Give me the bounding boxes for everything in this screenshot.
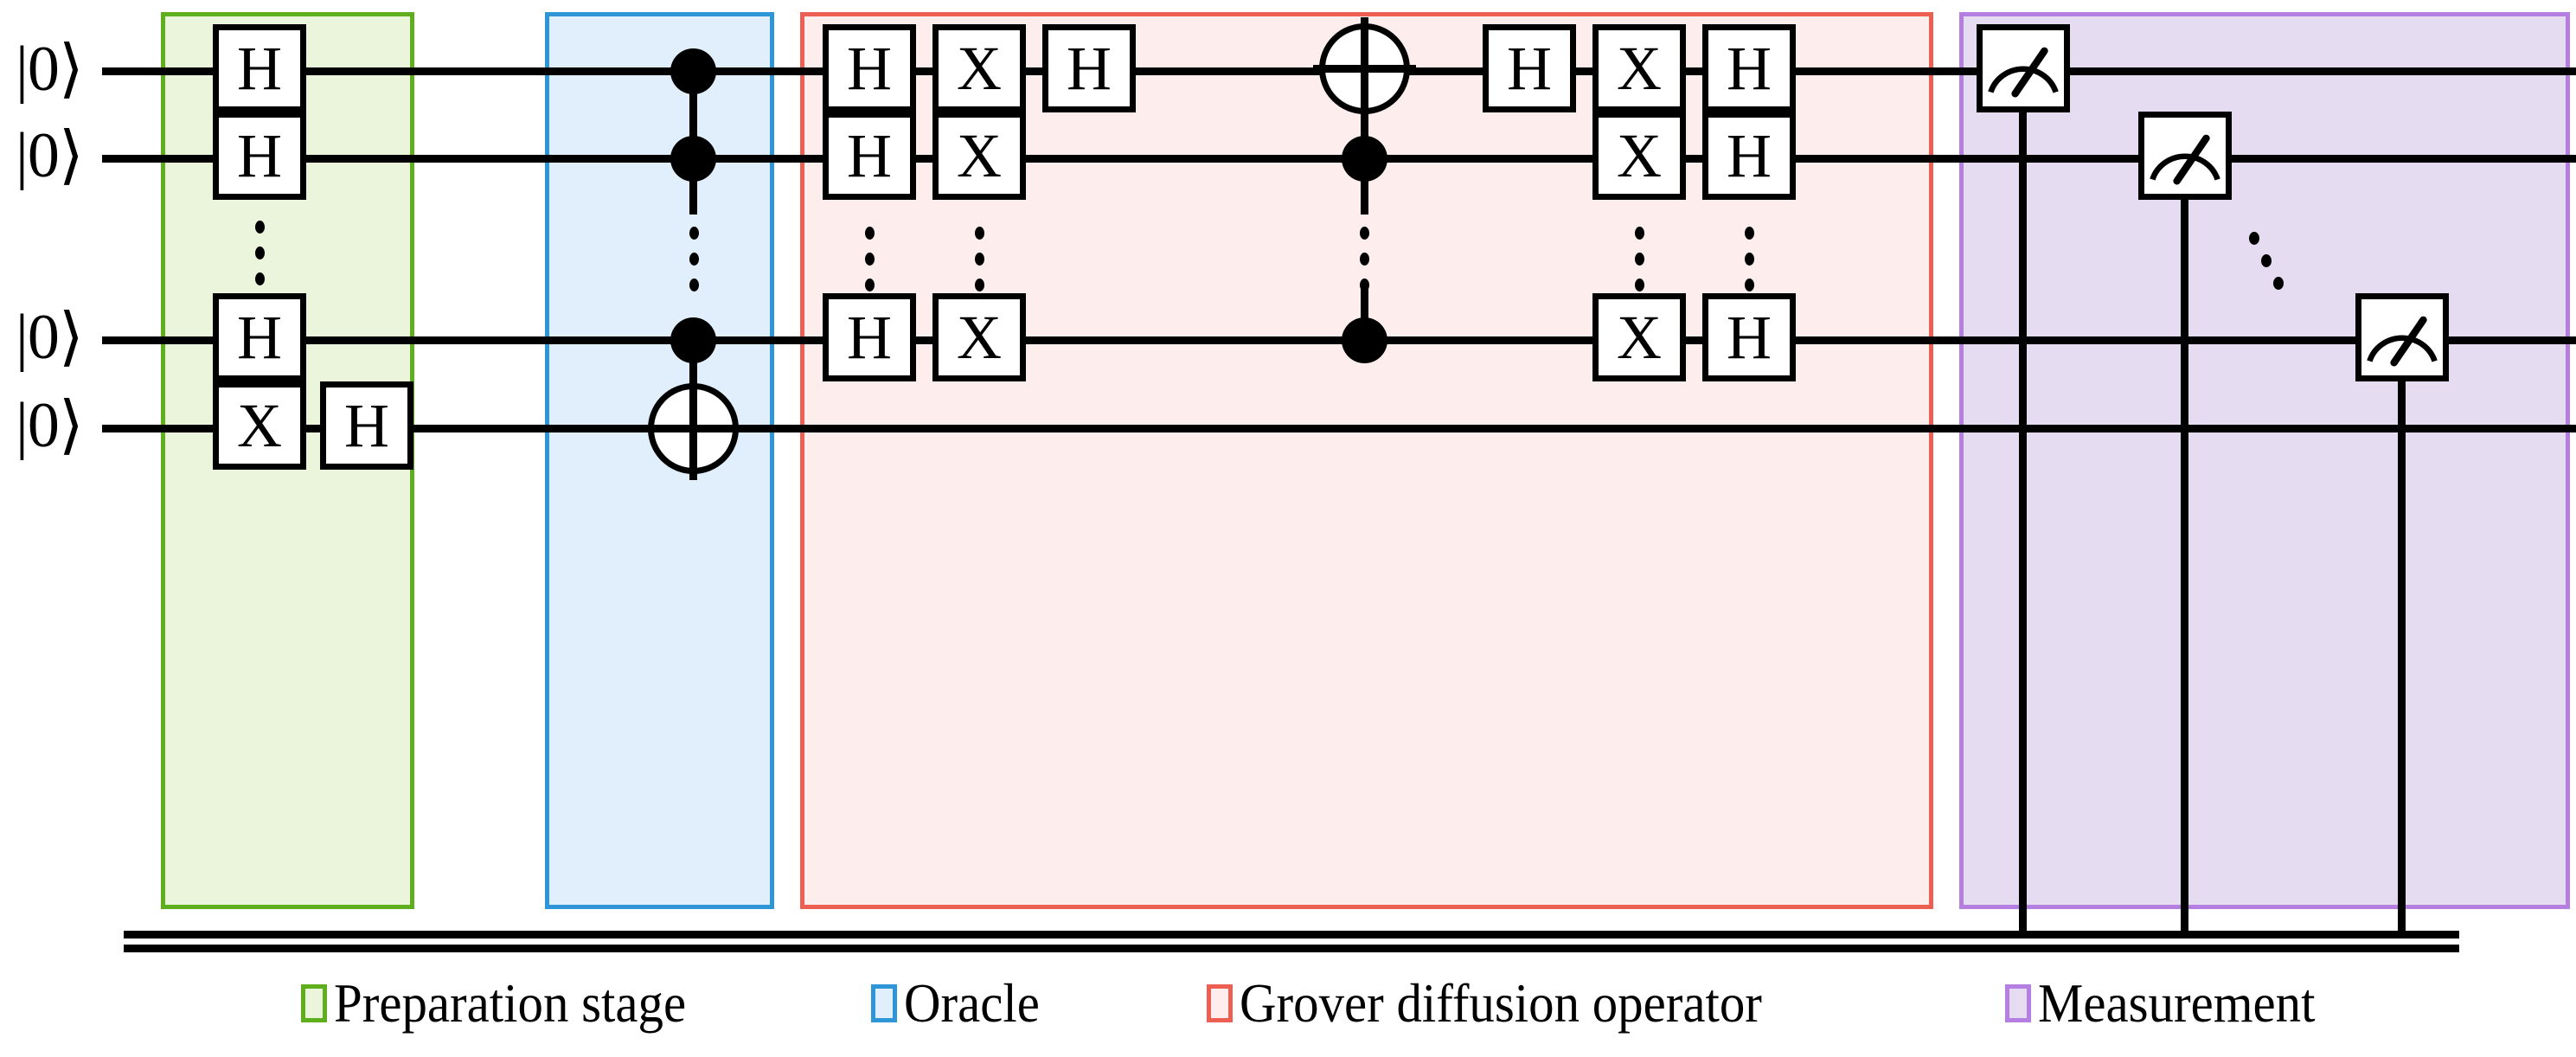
oracle-control-dot-q2[interactable] (670, 317, 716, 363)
measure-gate-q0[interactable] (1977, 24, 2070, 112)
oracle-cnot-target-q3[interactable] (642, 377, 745, 480)
gate-x-grover-q2-a[interactable]: X (932, 293, 1026, 381)
legend-swatch-grover (1207, 984, 1233, 1022)
gate-x-grover-q0-a[interactable]: X (932, 24, 1026, 112)
grover-control-dot-q1[interactable] (1342, 136, 1387, 182)
qubit-label-q3: |0⟩ (16, 390, 84, 461)
classical-bus-line-top (124, 931, 2459, 938)
gate-h-grover-q1-a[interactable]: H (823, 112, 916, 200)
ellipsis-grover-col-1 (864, 227, 875, 291)
gate-h-prep-q1[interactable]: H (213, 112, 306, 200)
legend-label-grover: Grover diffusion operator (1240, 972, 1762, 1034)
measure-icon (2367, 316, 2438, 367)
ellipsis-grover-col-control (1359, 227, 1369, 291)
gate-h-prep-q0[interactable]: H (213, 24, 306, 112)
gate-h-grover-q0-d[interactable]: H (1702, 24, 1796, 112)
measure-gate-q1[interactable] (2138, 112, 2232, 200)
legend-label-preparation: Preparation stage (334, 972, 687, 1034)
gate-h-prep-q2[interactable]: H (213, 293, 306, 381)
oracle-control-dot-q1[interactable] (670, 136, 716, 182)
ellipsis-measurement-diagonal (2249, 232, 2318, 301)
grover-control-dot-q2[interactable] (1342, 317, 1387, 363)
qubit-label-q2: |0⟩ (16, 302, 84, 373)
region-oracle (545, 12, 774, 909)
grover-control-line-lower (1361, 285, 1368, 343)
gate-x-prep-q3[interactable]: X (213, 381, 306, 470)
classical-readout-line-q2 (2398, 381, 2406, 938)
qubit-wire-q2 (102, 336, 2576, 344)
measure-icon (1988, 47, 2059, 98)
region-measurement (1959, 12, 2570, 909)
gate-h-grover-q2-a[interactable]: H (823, 293, 916, 381)
qubit-wire-q1 (102, 155, 2576, 163)
classical-bus-line-bottom (124, 945, 2459, 952)
legend-item-grover-diffusion-operator: Grover diffusion operator (1207, 976, 1807, 1031)
gate-h-grover-q0-a[interactable]: H (823, 24, 916, 112)
legend-swatch-measurement (2005, 984, 2031, 1022)
gate-h-grover-q0-c[interactable]: H (1483, 24, 1576, 112)
legend-label-oracle: Oracle (904, 972, 1040, 1034)
legend-item-preparation-stage: Preparation stage (301, 976, 717, 1031)
qubit-wire-q3 (102, 425, 2576, 432)
legend-swatch-oracle (871, 984, 897, 1022)
legend-item-measurement: Measurement (2005, 976, 2339, 1031)
grover-cnot-target-q0[interactable] (1313, 17, 1416, 120)
classical-readout-line-q0 (2019, 112, 2027, 938)
ellipsis-prep-column (254, 221, 265, 285)
qubit-label-q1: |0⟩ (16, 120, 84, 191)
gate-x-grover-q0-b[interactable]: X (1592, 24, 1686, 112)
gate-x-grover-q1-a[interactable]: X (932, 112, 1026, 200)
classical-readout-line-q1 (2181, 200, 2188, 938)
ellipsis-grover-col-2 (974, 227, 984, 291)
oracle-control-dot-q0[interactable] (670, 48, 716, 94)
measure-gate-q2[interactable] (2355, 293, 2449, 381)
qubit-label-q0: |0⟩ (16, 34, 84, 105)
legend-swatch-preparation (301, 984, 327, 1022)
gate-h-grover-q0-b[interactable]: H (1042, 24, 1136, 112)
ellipsis-grover-col-4 (1744, 227, 1754, 291)
legend-label-measurement: Measurement (2038, 972, 2316, 1034)
gate-x-grover-q1-b[interactable]: X (1592, 112, 1686, 200)
gate-x-grover-q2-b[interactable]: X (1592, 293, 1686, 381)
gate-h-prep-q3[interactable]: H (320, 381, 413, 470)
legend-item-oracle: Oracle (871, 976, 1052, 1031)
ellipsis-oracle-column (689, 227, 699, 291)
measure-icon (2150, 134, 2220, 185)
gate-h-grover-q1-b[interactable]: H (1702, 112, 1796, 200)
gate-h-grover-q2-b[interactable]: H (1702, 293, 1796, 381)
ellipsis-grover-col-3 (1634, 227, 1644, 291)
